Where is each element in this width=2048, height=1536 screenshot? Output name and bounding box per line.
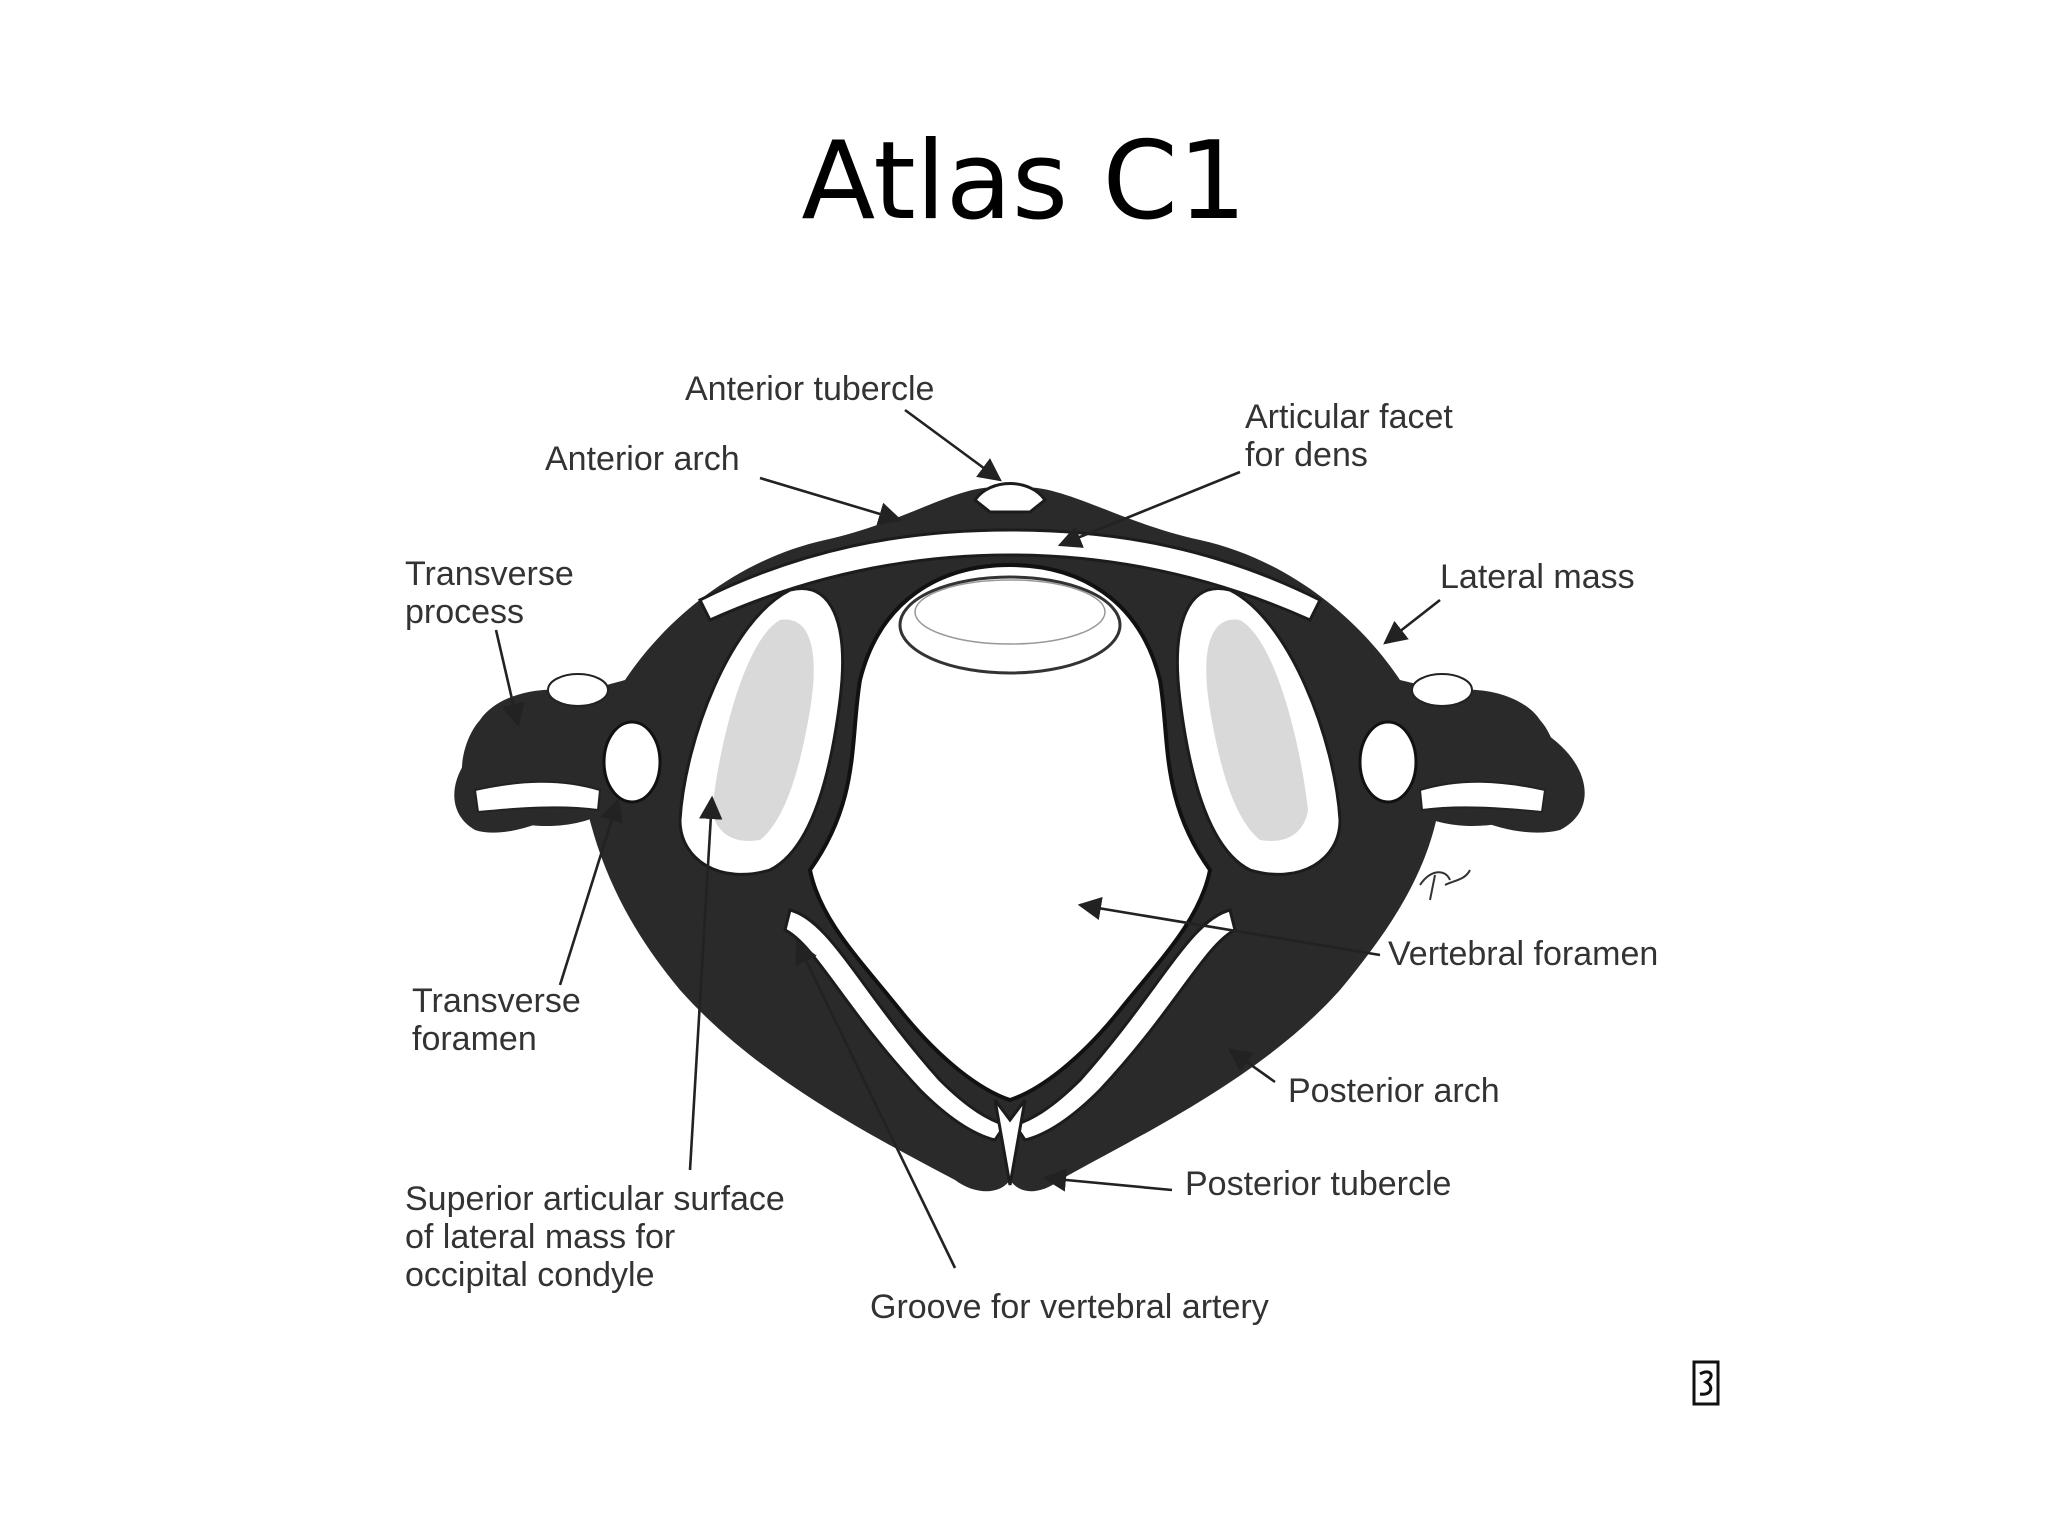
- leader-groove: [795, 939, 957, 1269]
- leader-transverse-process: [494, 629, 525, 728]
- leader-articular-facet: [1057, 470, 1241, 548]
- label-superior-articular-line1: Superior articular surface: [405, 1180, 785, 1218]
- label-groove: Groove for vertebral artery: [870, 1288, 1269, 1326]
- label-articular-facet-line1: Articular facet: [1245, 398, 1453, 436]
- leader-lines: [494, 408, 1441, 1269]
- leader-transverse-foramen: [558, 797, 623, 986]
- label-posterior-tubercle: Posterior tubercle: [1185, 1165, 1451, 1203]
- atlas-vertebra-illustration: [454, 482, 1585, 1192]
- label-anterior-tubercle: Anterior tubercle: [685, 370, 934, 408]
- slide-title: Atlas C1: [801, 119, 1247, 244]
- label-transverse-foramen-line1: Transverse: [412, 982, 581, 1020]
- label-transverse-process-line1: Transverse: [405, 555, 574, 593]
- leader-anterior-tubercle: [904, 408, 1002, 482]
- label-lateral-mass: Lateral mass: [1440, 558, 1635, 596]
- labels: Anterior tubercle Anterior arch Articula…: [405, 370, 1658, 1326]
- label-posterior-arch: Posterior arch: [1288, 1072, 1500, 1110]
- label-superior-articular-line3: occipital condyle: [405, 1256, 654, 1294]
- leader-vertebral-foramen: [1077, 896, 1381, 957]
- leader-posterior-tubercle: [1042, 1168, 1173, 1192]
- label-transverse-process-line2: process: [405, 593, 524, 631]
- label-vertebral-foramen: Vertebral foramen: [1388, 935, 1658, 973]
- leader-superior-articular: [688, 795, 723, 1171]
- label-anterior-arch: Anterior arch: [545, 440, 740, 478]
- leader-posterior-arch: [1228, 1048, 1276, 1084]
- label-articular-facet-line2: for dens: [1245, 436, 1368, 474]
- leader-anterior-arch: [759, 476, 903, 526]
- publisher-logo-icon: [1692, 1360, 1720, 1406]
- leader-lateral-mass: [1383, 598, 1441, 645]
- label-superior-articular-line2: of lateral mass for: [405, 1218, 675, 1256]
- label-transverse-foramen-line2: foramen: [412, 1020, 537, 1058]
